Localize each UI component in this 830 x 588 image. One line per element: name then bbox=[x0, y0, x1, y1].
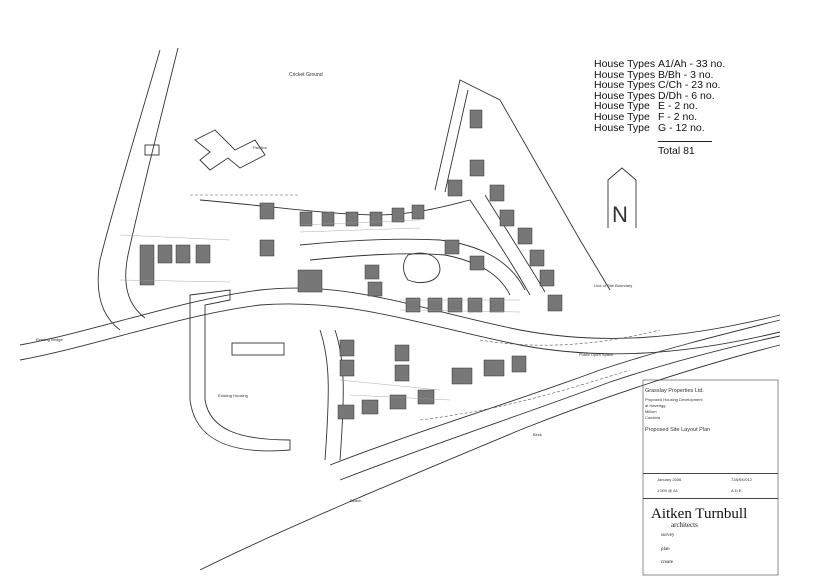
house-plot bbox=[299, 211, 313, 227]
svg-text:N: N bbox=[612, 202, 628, 227]
house-plot bbox=[175, 244, 191, 264]
house-plot bbox=[394, 364, 410, 382]
drawn-by: A.D.E. bbox=[731, 488, 743, 493]
house-plot bbox=[157, 244, 173, 264]
pavilion-label: Pavilion bbox=[253, 145, 268, 150]
house-plot bbox=[547, 294, 563, 312]
house-type-label: House Types bbox=[594, 89, 656, 102]
house-plot bbox=[539, 269, 555, 287]
house-type-code-count: A1/Ah - 33 no. bbox=[658, 58, 726, 70]
house-plot bbox=[337, 404, 355, 420]
house-plot bbox=[297, 269, 323, 293]
house-type-row: House Type E - 2 no. bbox=[594, 101, 768, 112]
house-plot bbox=[259, 239, 275, 257]
drawing-date: January 2006 bbox=[657, 477, 682, 482]
house-plot bbox=[321, 211, 335, 227]
house-plot bbox=[389, 394, 407, 410]
house-type-code-count: G - 12 no. bbox=[658, 121, 705, 134]
house-plot bbox=[411, 204, 425, 220]
house-plot bbox=[427, 297, 443, 313]
house-type-code-count: B/Bh - 3 no. bbox=[658, 68, 714, 81]
existing-housing-label: Existing Housing bbox=[218, 393, 248, 398]
open-space-label: Public Open Space bbox=[579, 352, 614, 357]
service-plan: plan bbox=[661, 547, 670, 552]
house-plot bbox=[447, 179, 463, 197]
house-plot bbox=[483, 359, 505, 377]
project-line-1: Proposed Housing Development bbox=[645, 397, 703, 402]
house-plot bbox=[469, 159, 485, 177]
house-type-row: House Type F - 2 no. bbox=[594, 112, 768, 123]
house-plot bbox=[339, 339, 355, 357]
house-plot bbox=[367, 281, 383, 297]
house-plot bbox=[195, 244, 211, 264]
house-plot bbox=[489, 184, 505, 202]
house-plot bbox=[394, 344, 410, 362]
title-block: Grasslay Properties Ltd. Proposed Housin… bbox=[643, 380, 778, 575]
house-type-label: House Type bbox=[594, 121, 650, 134]
house-plot bbox=[469, 109, 483, 129]
house-plot bbox=[489, 297, 505, 313]
house-type-row: House Type G - 12 no. bbox=[594, 121, 768, 134]
house-plot bbox=[451, 367, 473, 385]
total-count: Total 81 bbox=[658, 141, 712, 157]
drawing-title: Proposed Site Layout Plan bbox=[645, 427, 711, 433]
client-name: Grasslay Properties Ltd. bbox=[645, 388, 704, 394]
project-line-2: at Haverigg bbox=[645, 403, 666, 408]
project-line-4: Cumbria bbox=[645, 415, 661, 420]
beach-label: Beach bbox=[350, 498, 362, 503]
house-type-label: House Type bbox=[594, 110, 650, 123]
house-plot bbox=[369, 211, 383, 227]
house-plot bbox=[511, 355, 527, 373]
service-survey: survey bbox=[661, 533, 675, 538]
cricket-ground-label: Cricket Ground bbox=[289, 72, 323, 78]
house-plot bbox=[467, 297, 483, 313]
house-plot bbox=[499, 209, 515, 227]
house-type-code-count: C/Ch - 23 no. bbox=[658, 79, 721, 92]
house-type-code-count: E - 2 no. bbox=[658, 100, 698, 113]
firm-subtitle: architects bbox=[671, 521, 698, 529]
beck-label: Beck bbox=[533, 432, 542, 437]
house-plot bbox=[364, 264, 380, 280]
house-plot bbox=[529, 249, 545, 267]
firm-name: Aitken Turnbull bbox=[651, 506, 748, 522]
house-plot bbox=[405, 297, 421, 313]
house-type-label: House Types bbox=[594, 68, 656, 81]
house-type-code-count: F - 2 no. bbox=[658, 110, 698, 123]
house-type-label: House Types bbox=[594, 58, 656, 70]
house-plot bbox=[469, 255, 485, 271]
site-boundary-label: Line of Site Boundary bbox=[594, 283, 633, 288]
house-plot bbox=[417, 389, 435, 405]
service-create: create bbox=[661, 560, 673, 565]
drawing-number: 728/SK/012 bbox=[731, 477, 752, 482]
house-plot bbox=[361, 399, 379, 415]
house-plot bbox=[517, 227, 533, 245]
existing-bridge-label: Existing Bridge bbox=[36, 337, 63, 342]
house-plot bbox=[339, 359, 355, 377]
house-type-label: House Type bbox=[594, 100, 650, 113]
drawing-scale: 1:500 @ A1 bbox=[657, 488, 678, 493]
house-plot bbox=[139, 244, 155, 286]
house-type-code-count: D/Dh - 6 no. bbox=[658, 89, 715, 102]
project-line-3: Millom bbox=[645, 409, 657, 414]
house-type-label: House Types bbox=[594, 79, 656, 92]
house-plot bbox=[447, 297, 463, 313]
house-plot bbox=[345, 211, 359, 227]
house-plot bbox=[259, 202, 275, 220]
house-plot bbox=[444, 239, 460, 255]
house-plot bbox=[391, 207, 405, 223]
